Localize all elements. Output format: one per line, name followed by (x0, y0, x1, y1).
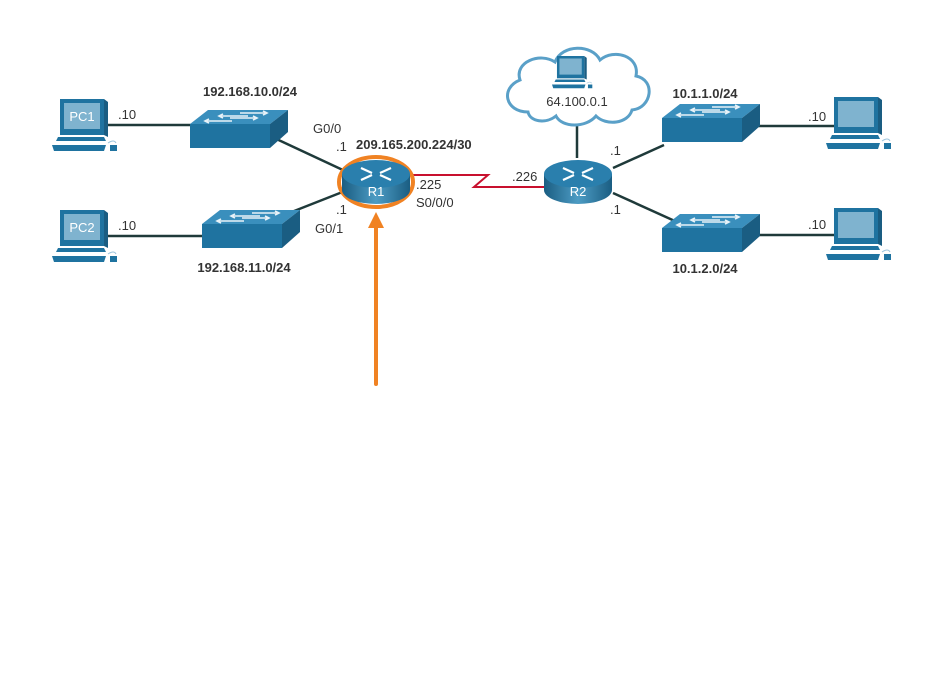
pc2[interactable]: PC2 (51, 209, 118, 263)
r1-g00-ip: .1 (336, 139, 347, 154)
serial-network-label: 209.165.200.224/30 (356, 137, 472, 152)
cloud-host-ip: 64.100.0.1 (546, 94, 607, 109)
switch-icon (201, 209, 301, 249)
r2-label: R2 (570, 184, 587, 199)
switch-icon (661, 103, 761, 143)
switch-s1[interactable] (189, 109, 289, 149)
pc-icon (51, 209, 118, 263)
pc-icon (825, 96, 892, 150)
s1-network-label: 192.168.10.0/24 (203, 84, 298, 99)
pc3-host-ip: .10 (808, 109, 826, 124)
router-r1[interactable]: R1 (337, 155, 415, 209)
r1-s000-ip: .225 (416, 177, 441, 192)
r2-bottom-ip: .1 (610, 202, 621, 217)
r1-label: R1 (368, 184, 385, 199)
r1-g01-name: G0/1 (315, 221, 343, 236)
highlight-arrow (368, 212, 384, 386)
link-r2-s4 (612, 191, 678, 224)
s2-network-label: 192.168.11.0/24 (197, 260, 291, 275)
internet-cloud[interactable]: 64.100.0.1 (506, 46, 651, 127)
pc2-host-ip: .10 (118, 218, 136, 233)
s4-network-label: 10.1.2.0/24 (672, 261, 738, 276)
link-r2-s3 (612, 143, 665, 170)
serial-link-r1-r2 (410, 174, 546, 188)
switch-s4[interactable] (661, 213, 761, 253)
s3-network-label: 10.1.1.0/24 (672, 86, 738, 101)
r2-top-ip: .1 (610, 143, 621, 158)
pc1[interactable]: PC1 (51, 98, 118, 152)
link-s1-r1 (269, 134, 346, 173)
pc2-label: PC2 (69, 220, 94, 235)
r1-s000-name: S0/0/0 (416, 195, 454, 210)
pc4[interactable] (825, 207, 892, 261)
r1-g00-name: G0/0 (313, 121, 341, 136)
switch-icon (661, 213, 761, 253)
pc3[interactable] (825, 96, 892, 150)
r1-g01-ip: .1 (336, 202, 347, 217)
router-r2[interactable]: R2 (542, 158, 614, 206)
switch-s3[interactable] (661, 103, 761, 143)
switch-s2[interactable] (201, 209, 301, 249)
switch-icon (189, 109, 289, 149)
pc4-host-ip: .10 (808, 217, 826, 232)
pc1-host-ip: .10 (118, 107, 136, 122)
pc-icon (51, 98, 118, 152)
r2-serial-ip: .226 (512, 169, 537, 184)
pc-icon (825, 207, 892, 261)
pc1-label: PC1 (69, 109, 94, 124)
